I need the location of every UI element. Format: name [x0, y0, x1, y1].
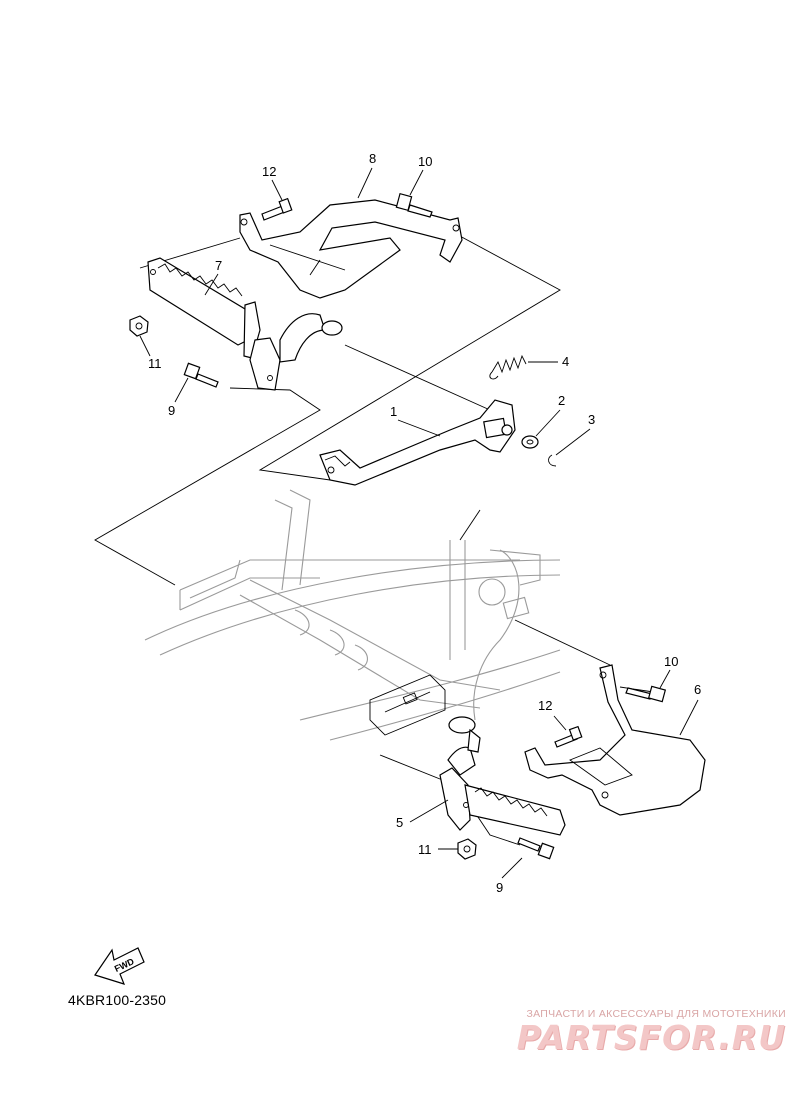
- bolt-12-upper: [261, 197, 293, 221]
- watermark-logo: PARTSFOR.RU: [516, 1018, 786, 1057]
- callout-2: 2: [558, 393, 565, 408]
- callout-9-lower: 9: [496, 880, 503, 895]
- frame-structure: [144, 489, 561, 741]
- callout-11-upper: 11: [148, 356, 162, 371]
- footrest-right: [439, 716, 566, 836]
- bolt-12-lower: [554, 725, 583, 748]
- nut-11-lower: [457, 838, 477, 860]
- callout-12-lower: 12: [538, 698, 552, 713]
- callout-3: 3: [588, 412, 595, 427]
- brake-pedal: [319, 399, 516, 486]
- callout-7: 7: [215, 258, 222, 273]
- bolt-10-lower: [625, 685, 667, 703]
- diagram-code: 4KBR100-2350: [68, 992, 167, 1008]
- bolt-9-upper: [183, 362, 219, 388]
- clip-3: [548, 454, 557, 467]
- callout-8: 8: [369, 151, 376, 166]
- callout-9-upper: 9: [168, 403, 175, 418]
- watermark-tagline: ЗАПЧАСТИ И АКСЕССУАРЫ ДЛЯ МОТОТЕХНИКИ: [526, 1008, 786, 1020]
- watermark: ЗАПЧАСТИ И АКСЕССУАРЫ ДЛЯ МОТОТЕХНИКИ PA…: [517, 1008, 786, 1056]
- bolt-9-lower: [517, 837, 555, 860]
- bracket-guard-upper: [239, 199, 463, 299]
- callout-1: 1: [390, 404, 397, 419]
- nut-11-upper: [129, 315, 149, 337]
- callout-10-upper: 10: [418, 154, 432, 169]
- leader-lines: [94, 234, 661, 846]
- callout-6: 6: [694, 682, 701, 697]
- bolt-10-upper: [395, 192, 433, 218]
- callout-12-upper: 12: [262, 164, 276, 179]
- callout-5: 5: [396, 815, 403, 830]
- callout-4: 4: [562, 354, 569, 369]
- footrest-left: [147, 257, 343, 391]
- washer-2: [521, 435, 539, 449]
- fwd-arrow-icon: FWD: [94, 947, 145, 985]
- callouts: 8 12 10 7 11 9 4 1 2 3 10 6 12 5 11 9: [139, 151, 701, 895]
- spring-4: [489, 354, 527, 380]
- callout-10-lower: 10: [664, 654, 678, 669]
- callout-11-lower: 11: [418, 842, 432, 857]
- bracket-guard-lower: [524, 664, 706, 816]
